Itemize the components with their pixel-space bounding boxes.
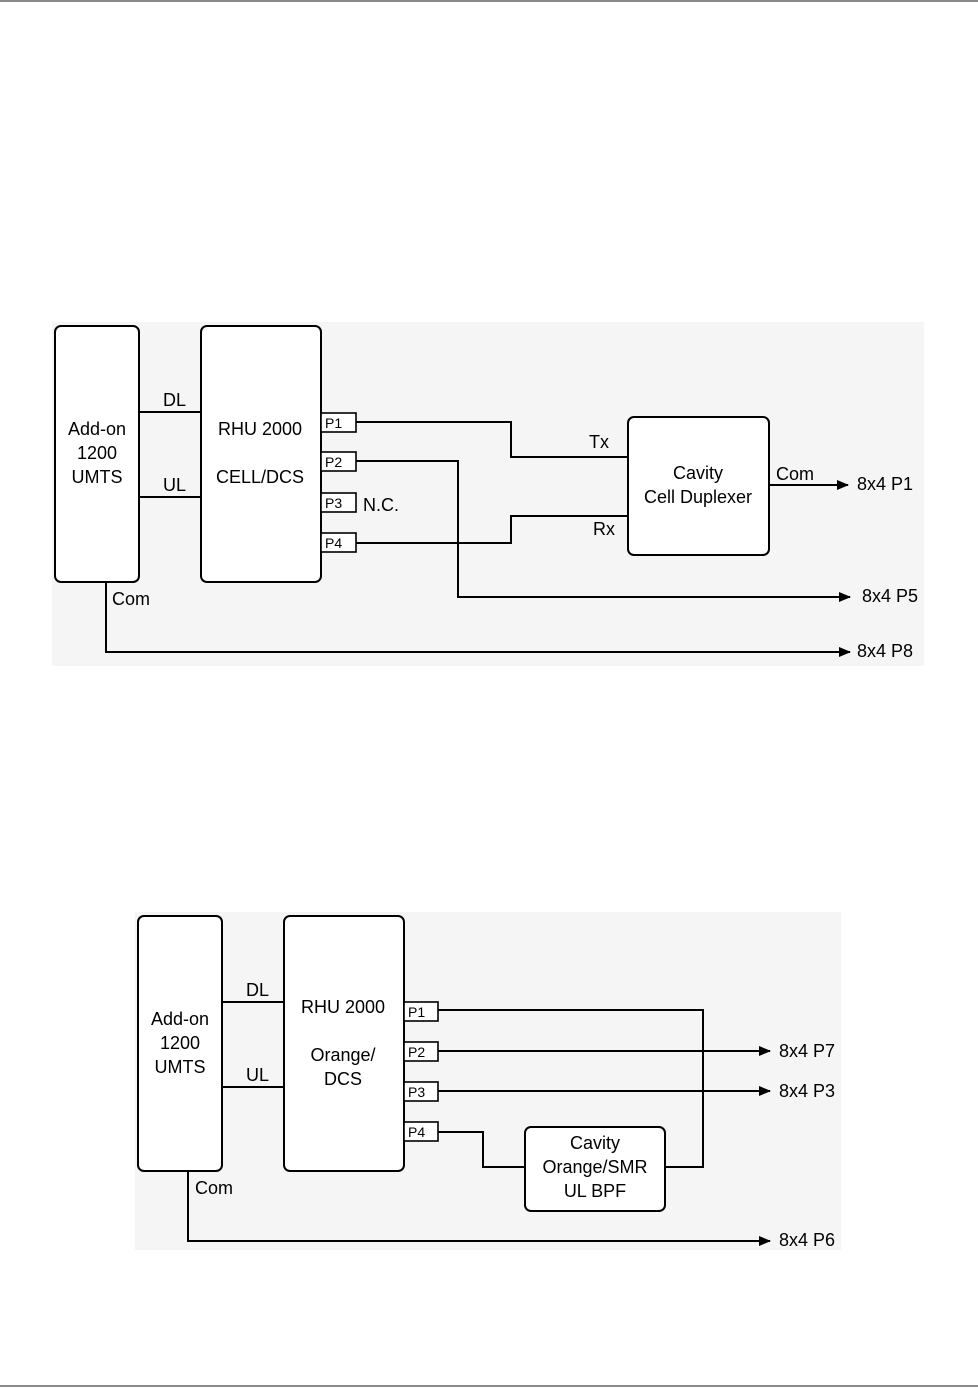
d2-bpf-line3: UL BPF <box>564 1181 626 1201</box>
d1-output-p1-label: 8x4 P1 <box>857 474 913 494</box>
d2-output-p6-label: 8x4 P6 <box>779 1230 835 1250</box>
d1-duplexer-line1: Cavity <box>673 463 723 483</box>
d1-output-p8-label: 8x4 P8 <box>857 641 913 661</box>
d2-addon-line2: 1200 <box>160 1033 200 1053</box>
diagram-1: Add-on 1200 UMTS RHU 2000 CELL/DCS P1 P2… <box>55 326 918 661</box>
d1-port-p1-label: P1 <box>325 415 342 431</box>
d2-rhu-box <box>284 916 404 1171</box>
d1-duplexer-box <box>628 417 769 555</box>
d1-addon-com-label: Com <box>112 589 150 609</box>
d1-ul-label: UL <box>163 475 186 495</box>
d1-dl-label: DL <box>163 390 186 410</box>
d1-addon-line2: 1200 <box>77 443 117 463</box>
d2-rhu-line1: RHU 2000 <box>301 997 385 1017</box>
d1-output-p5-label: 8x4 P5 <box>862 586 918 606</box>
d1-addon-line3: UMTS <box>72 467 123 487</box>
d1-port-p3-label: P3 <box>325 495 342 511</box>
d2-bpf-line1: Cavity <box>570 1133 620 1153</box>
d1-addon-com-wire <box>106 582 850 652</box>
d2-rhu-line2: Orange/ <box>310 1045 375 1065</box>
diagram-2: Add-on 1200 UMTS RHU 2000 Orange/ DCS P1… <box>138 916 835 1250</box>
d1-rhu-box <box>201 326 321 582</box>
d1-nc-label: N.C. <box>363 495 399 515</box>
d2-port-p1-label: P1 <box>408 1004 425 1020</box>
d1-addon-line1: Add-on <box>68 419 126 439</box>
d2-port-p3-label: P3 <box>408 1084 425 1100</box>
d1-tx-label: Tx <box>589 432 609 452</box>
d2-addon-line1: Add-on <box>151 1009 209 1029</box>
d2-addon-com-wire <box>188 1172 770 1241</box>
d2-port-p4-label: P4 <box>408 1124 425 1140</box>
d2-output-p3-label: 8x4 P3 <box>779 1081 835 1101</box>
d1-rhu-line1: RHU 2000 <box>218 419 302 439</box>
d1-rhu-line2: CELL/DCS <box>216 467 304 487</box>
d2-bpf-line2: Orange/SMR <box>542 1157 647 1177</box>
d2-addon-line3: UMTS <box>155 1057 206 1077</box>
d2-addon-com-label: Com <box>195 1178 233 1198</box>
d2-rhu-line3: DCS <box>324 1069 362 1089</box>
d1-duplexer-com-label: Com <box>776 464 814 484</box>
d1-rx-label: Rx <box>593 519 615 539</box>
d2-output-p7-label: 8x4 P7 <box>779 1041 835 1061</box>
d2-port-p2-label: P2 <box>408 1044 425 1060</box>
d2-p4-bpf-wire <box>438 1132 526 1167</box>
d1-duplexer-line2: Cell Duplexer <box>644 487 752 507</box>
d1-port-p4-label: P4 <box>325 535 342 551</box>
d2-dl-label: DL <box>246 980 269 1000</box>
d1-port-p2-label: P2 <box>325 454 342 470</box>
d2-ul-label: UL <box>246 1065 269 1085</box>
d1-p4-rx-wire <box>356 516 629 543</box>
